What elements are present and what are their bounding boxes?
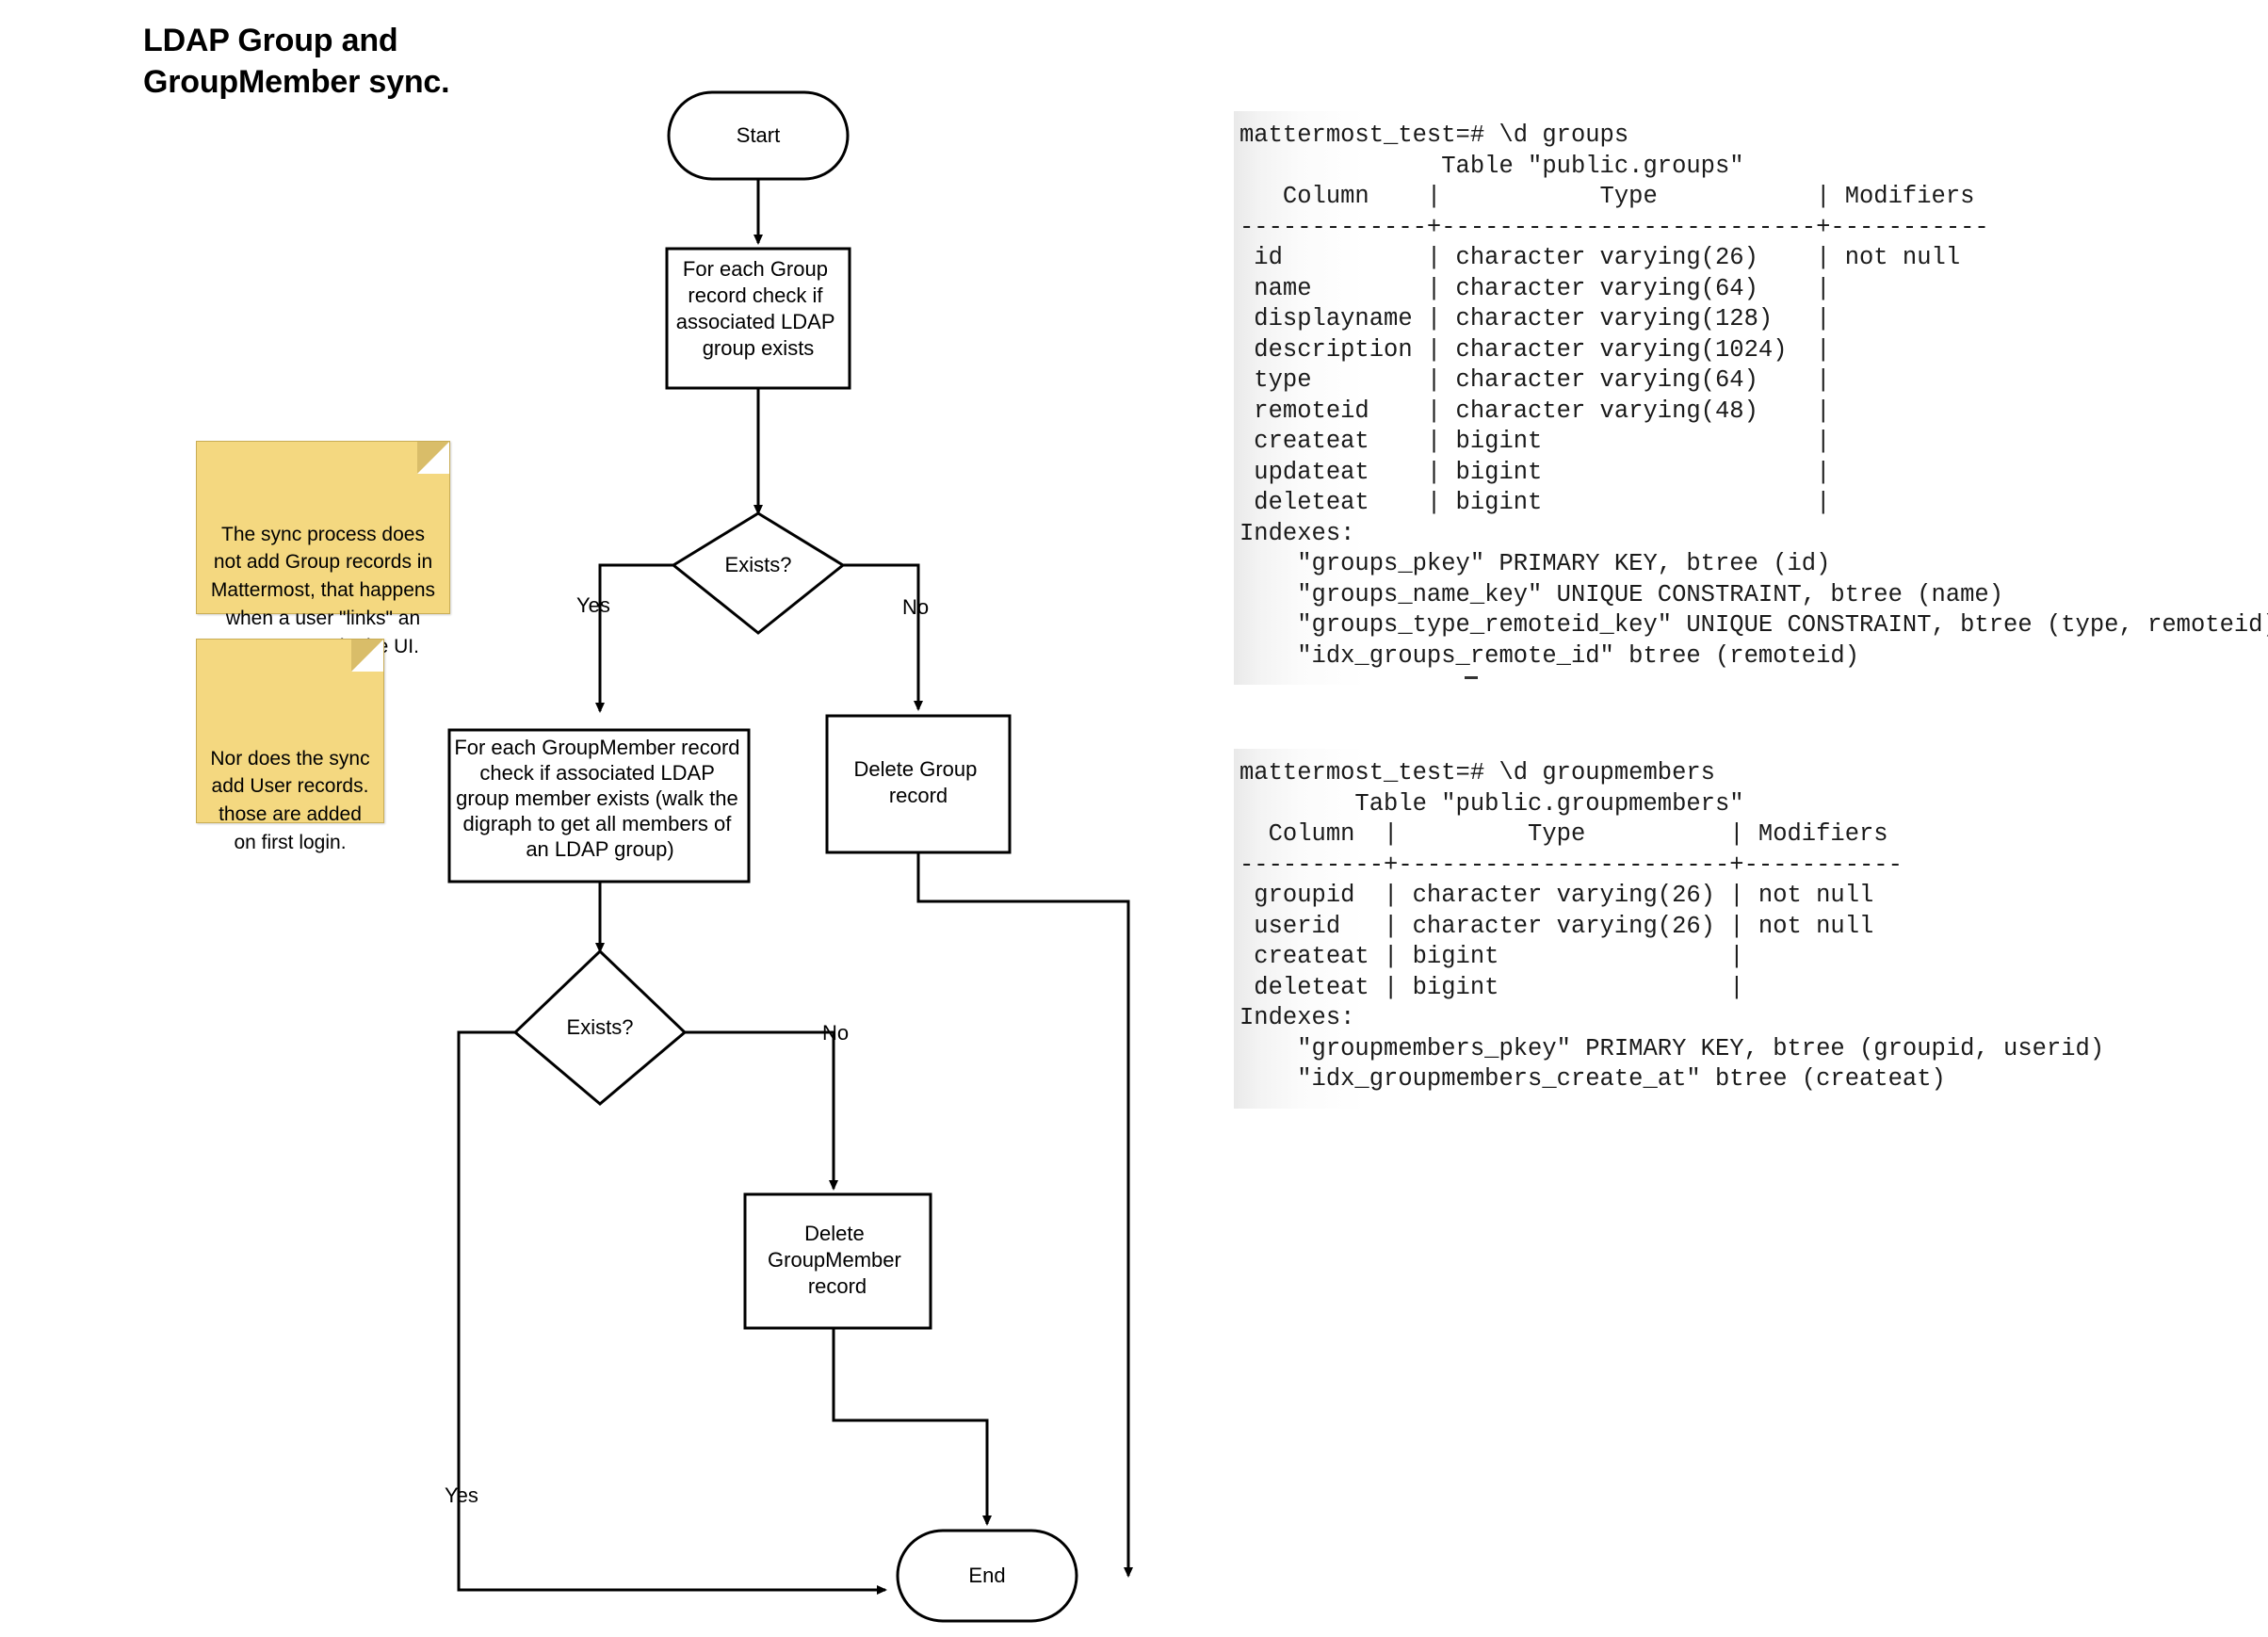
sticky-note-group-records: The sync process does not add Group reco… (196, 441, 450, 657)
edge-exists2-no (685, 1030, 838, 1191)
terminal-output-groupmembers-table: mattermost_test=# \d groupmembers Table … (1234, 749, 2104, 1109)
node-end[interactable]: End (896, 1529, 1078, 1623)
edge-label-no-2: No (822, 1021, 849, 1045)
sticky-note-text: The sync process does not add Group reco… (210, 523, 436, 657)
edge-label-yes-2: Yes (445, 1483, 478, 1507)
edge-delete-member-to-end (832, 1328, 992, 1526)
node-check-member[interactable]: For each GroupMember record check if ass… (447, 728, 751, 883)
node-exists-1-label: Exists? (725, 553, 792, 576)
page-title: LDAP Group and GroupMember sync. (143, 23, 450, 100)
edge-delete-group-to-end (916, 852, 1133, 1578)
node-delete-group[interactable]: Delete Group record (825, 714, 1012, 854)
node-delete-member[interactable]: Delete GroupMember record (743, 1192, 932, 1330)
node-delete-group-label: Delete Group record (854, 757, 983, 807)
edge-exists1-yes (595, 563, 673, 713)
edge-label-yes-1: Yes (576, 593, 610, 617)
node-delete-member-label: Delete GroupMember record (768, 1222, 907, 1298)
edge-exists1-no (843, 563, 923, 711)
edge-exists2-yes (457, 1030, 887, 1595)
node-start[interactable]: Start (667, 90, 850, 181)
edge-label-no-1: No (902, 595, 929, 619)
note-fold-corner-icon (417, 442, 449, 474)
node-exists-2[interactable]: Exists? (512, 948, 688, 1106)
node-end-label: End (968, 1564, 1005, 1587)
node-check-group-label: For each Group record check if associate… (676, 257, 841, 360)
node-exists-1[interactable]: Exists? (671, 511, 846, 635)
node-exists-2-label: Exists? (567, 1015, 634, 1039)
sticky-note-user-records: Nor does the sync add User records. thos… (196, 639, 384, 853)
node-start-label: Start (737, 123, 780, 147)
terminal-output-groups-table: mattermost_test=# \d groups Table "publi… (1234, 111, 2268, 685)
sticky-note-text: Nor does the sync add User records. thos… (210, 747, 370, 854)
node-check-member-label: For each GroupMember record check if ass… (454, 736, 745, 861)
note-fold-corner-icon (351, 640, 383, 672)
node-check-group[interactable]: For each Group record check if associate… (665, 247, 851, 390)
terminal-cursor-icon (1465, 676, 1478, 679)
